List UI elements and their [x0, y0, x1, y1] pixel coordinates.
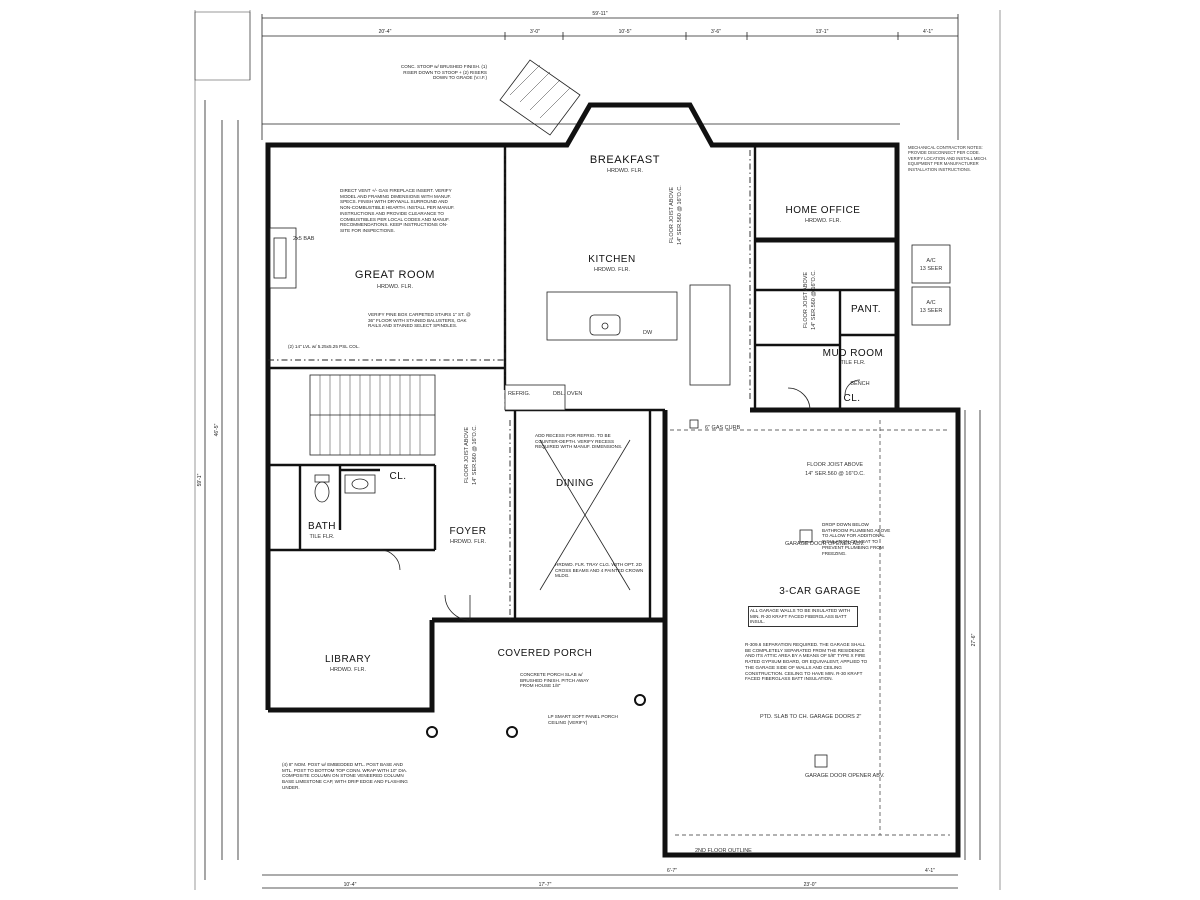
ac2-label: A/C — [926, 300, 935, 306]
drop-down-note: DROP DOWN BELOW BATHROOM PLUMBING ABOVE … — [822, 522, 890, 556]
breakfast-label: BREAKFAST — [590, 154, 660, 166]
foyer-floor: HRDWD. FLR. — [450, 539, 487, 545]
mud-room-label: MUD ROOM — [823, 348, 884, 359]
column-note: (4) 8" NOM. POST w/ EMBEDDED MTL. POST B… — [282, 762, 408, 790]
library-floor: HRDWD. FLR. — [330, 667, 367, 673]
bath-closet-label: CL. — [389, 471, 406, 482]
porch-column-3 — [634, 694, 646, 706]
ac-units: A/C 13 SEER A/C 13 SEER — [911, 244, 951, 326]
stair-note: VERIFY PINE BOX CARPETED STAIRS 1" ST. @… — [368, 312, 471, 328]
refrig-note: ADD RECESS FOR REFRIG. TO BE COUNTER-DEP… — [535, 433, 622, 449]
dim-seg-5: 13'-1" — [816, 29, 829, 35]
foyer-label: FOYER — [450, 526, 487, 537]
misc-labels: 6" GAS CURB GARAGE DOOR OPENER ABV. GARA… — [695, 425, 885, 854]
bottom-seg-3: 6'-7" — [667, 868, 677, 874]
great-room-floor: HRDWD. FLR. — [377, 284, 414, 290]
dim-seg-6: 4'-1" — [923, 29, 933, 35]
kitchen-island: DW — [546, 291, 678, 341]
kitchen-label: KITCHEN — [588, 254, 635, 265]
home-office-floor: HRDWD. FLR. — [805, 218, 842, 224]
porch-column-1 — [426, 726, 438, 738]
bath-label: BATH — [308, 521, 336, 532]
mud-joist-label: FLOOR JOIST ABOVE — [803, 272, 809, 328]
dim-seg-4: 3'-6" — [711, 29, 721, 35]
bottom-seg-4: 23'-0" — [804, 882, 817, 888]
right-dimensions: 27'-6" — [964, 410, 981, 860]
right-dim: 27'-6" — [971, 633, 977, 646]
overall-width-dim: 59'-11" — [592, 11, 607, 17]
ac1-label: A/C — [926, 258, 935, 264]
library-label: LIBRARY — [325, 654, 371, 665]
stairs — [309, 374, 436, 456]
breakfast-floor: HRDWD. FLR. — [607, 168, 644, 174]
left-mid-dim: 46'-5" — [214, 423, 220, 436]
ac1-spec: 13 SEER — [920, 266, 943, 272]
exterior-walls — [265, 102, 961, 858]
kitchen-floor: HRDWD. FLR. — [594, 267, 631, 273]
ptd-slab-label: PTD. SLAB TO CH. GARAGE DOORS 2" — [760, 714, 861, 720]
top-dimensions: 59'-11" 20'-4" 3'-0" 10'-5" 3'-6" 13'-1"… — [261, 11, 959, 140]
left-dimensions: 59'-1" 46'-5" — [197, 100, 239, 880]
sheet-border — [194, 10, 1001, 890]
bottom-seg-1: 10'-4" — [344, 882, 357, 888]
conc-stoop — [499, 59, 581, 136]
ac-unit-2 — [911, 286, 951, 326]
refrig-label: REFRIG. — [508, 391, 531, 397]
bath-fixtures — [314, 474, 376, 503]
joist-labels: FLOOR JOIST ABOVE 14" SER.560 @ 16"O.C. … — [464, 185, 865, 485]
home-office-label: HOME OFFICE — [786, 205, 861, 216]
bath-floor: TILE FLR. — [309, 534, 335, 540]
pantry-label: PANT. — [851, 304, 881, 315]
porch-ceiling-note: LP SMART SOFT PANEL PORCH CEILING (VERIF… — [548, 714, 618, 725]
beams-dashed — [268, 150, 950, 836]
garage-opener-bottom: GARAGE DOOR OPENER ABV. — [805, 773, 885, 779]
kitchen-joist-spec: 14" SER.560 @ 16"O.C. — [677, 185, 683, 245]
ac-unit-1 — [911, 244, 951, 284]
garage-details — [689, 419, 828, 768]
left-total-dim: 59'-1" — [197, 473, 203, 486]
fireplace-label: 2x5 BAB — [293, 236, 315, 242]
porch-column-2 — [506, 726, 518, 738]
dim-seg-3: 10'-5" — [619, 29, 632, 35]
door-swings — [379, 379, 861, 621]
great-room-label: GREAT ROOM — [355, 269, 435, 281]
kitchen-counters: REFRIG. DBL. OVEN — [504, 284, 731, 411]
stoop-note: CONC. STOOP w/ BRUSHED FINISH. (1) RISER… — [401, 64, 487, 80]
oven-label: DBL. OVEN — [553, 391, 582, 397]
bench-label: BENCH — [850, 381, 869, 387]
ac2-spec: 13 SEER — [920, 308, 943, 314]
gas-curb-label: 6" GAS CURB — [705, 425, 741, 431]
room-labels: GREAT ROOM HRDWD. FLR. BREAKFAST HRDWD. … — [308, 154, 883, 673]
dining-note: HRDWD. FLR. TRAY CLG. WITH OPT. 2D CROSS… — [555, 562, 643, 578]
garage-opener-top: GARAGE DOOR OPENER ABV. — [785, 541, 865, 547]
porch-note: CONCRETE PORCH SLAB w/ BRUSHED FINISH. P… — [520, 672, 589, 688]
kitchen-joist-label: FLOOR JOIST ABOVE — [669, 187, 675, 243]
fireplace-note: DIRECT VENT +/- GAS FIREPLACE INSERT. VE… — [340, 188, 455, 233]
dim-seg-2: 3'-0" — [530, 29, 540, 35]
dim-seg-1: 20'-4" — [379, 29, 392, 35]
mud-joist-spec: 14" SER.560 @ 16"O.C. — [811, 270, 817, 330]
mud-room-floor: TILE FLR. — [840, 360, 866, 366]
second-floor-outline-label: 2ND FLOOR OUTLINE — [695, 848, 752, 854]
sink-dw-label: DW — [643, 330, 653, 336]
garage-label: 3-CAR GARAGE — [779, 586, 861, 597]
garage-joist-spec: 14" SER.560 @ 16"O.C. — [805, 471, 865, 477]
mech-note: MECHANICAL CONTRACTOR NOTES: PROVIDE DIS… — [908, 145, 987, 172]
bottom-seg-5: 4'-1" — [925, 868, 935, 874]
covered-porch-label: COVERED PORCH — [498, 648, 593, 659]
garage-wall-note: ALL GARAGE WALLS TO BE INSULATED WITH MI… — [748, 606, 858, 628]
garage-joist-label: FLOOR JOIST ABOVE — [807, 462, 863, 468]
dining-tray — [539, 439, 631, 591]
fireplace: 2x5 BAB — [269, 227, 315, 289]
foyer-joist-label: FLOOR JOIST ABOVE — [464, 427, 470, 483]
bottom-seg-2: 17'-7" — [539, 882, 552, 888]
beam-note: (2) 14" LVL w/ 5.25x5.25 PSL COL. — [288, 344, 360, 349]
bottom-dimensions: 10'-4" 17'-7" 6'-7" 23'-0" 4'-1" — [262, 868, 958, 889]
separation-note: R-309.6 SEPARATION REQUIRED. THE GARAGE … — [745, 642, 867, 681]
dining-label: DINING — [556, 478, 594, 489]
mud-closet-label: CL. — [843, 393, 860, 404]
foyer-joist-spec: 14" SER.560 @ 16"O.C. — [472, 425, 478, 485]
